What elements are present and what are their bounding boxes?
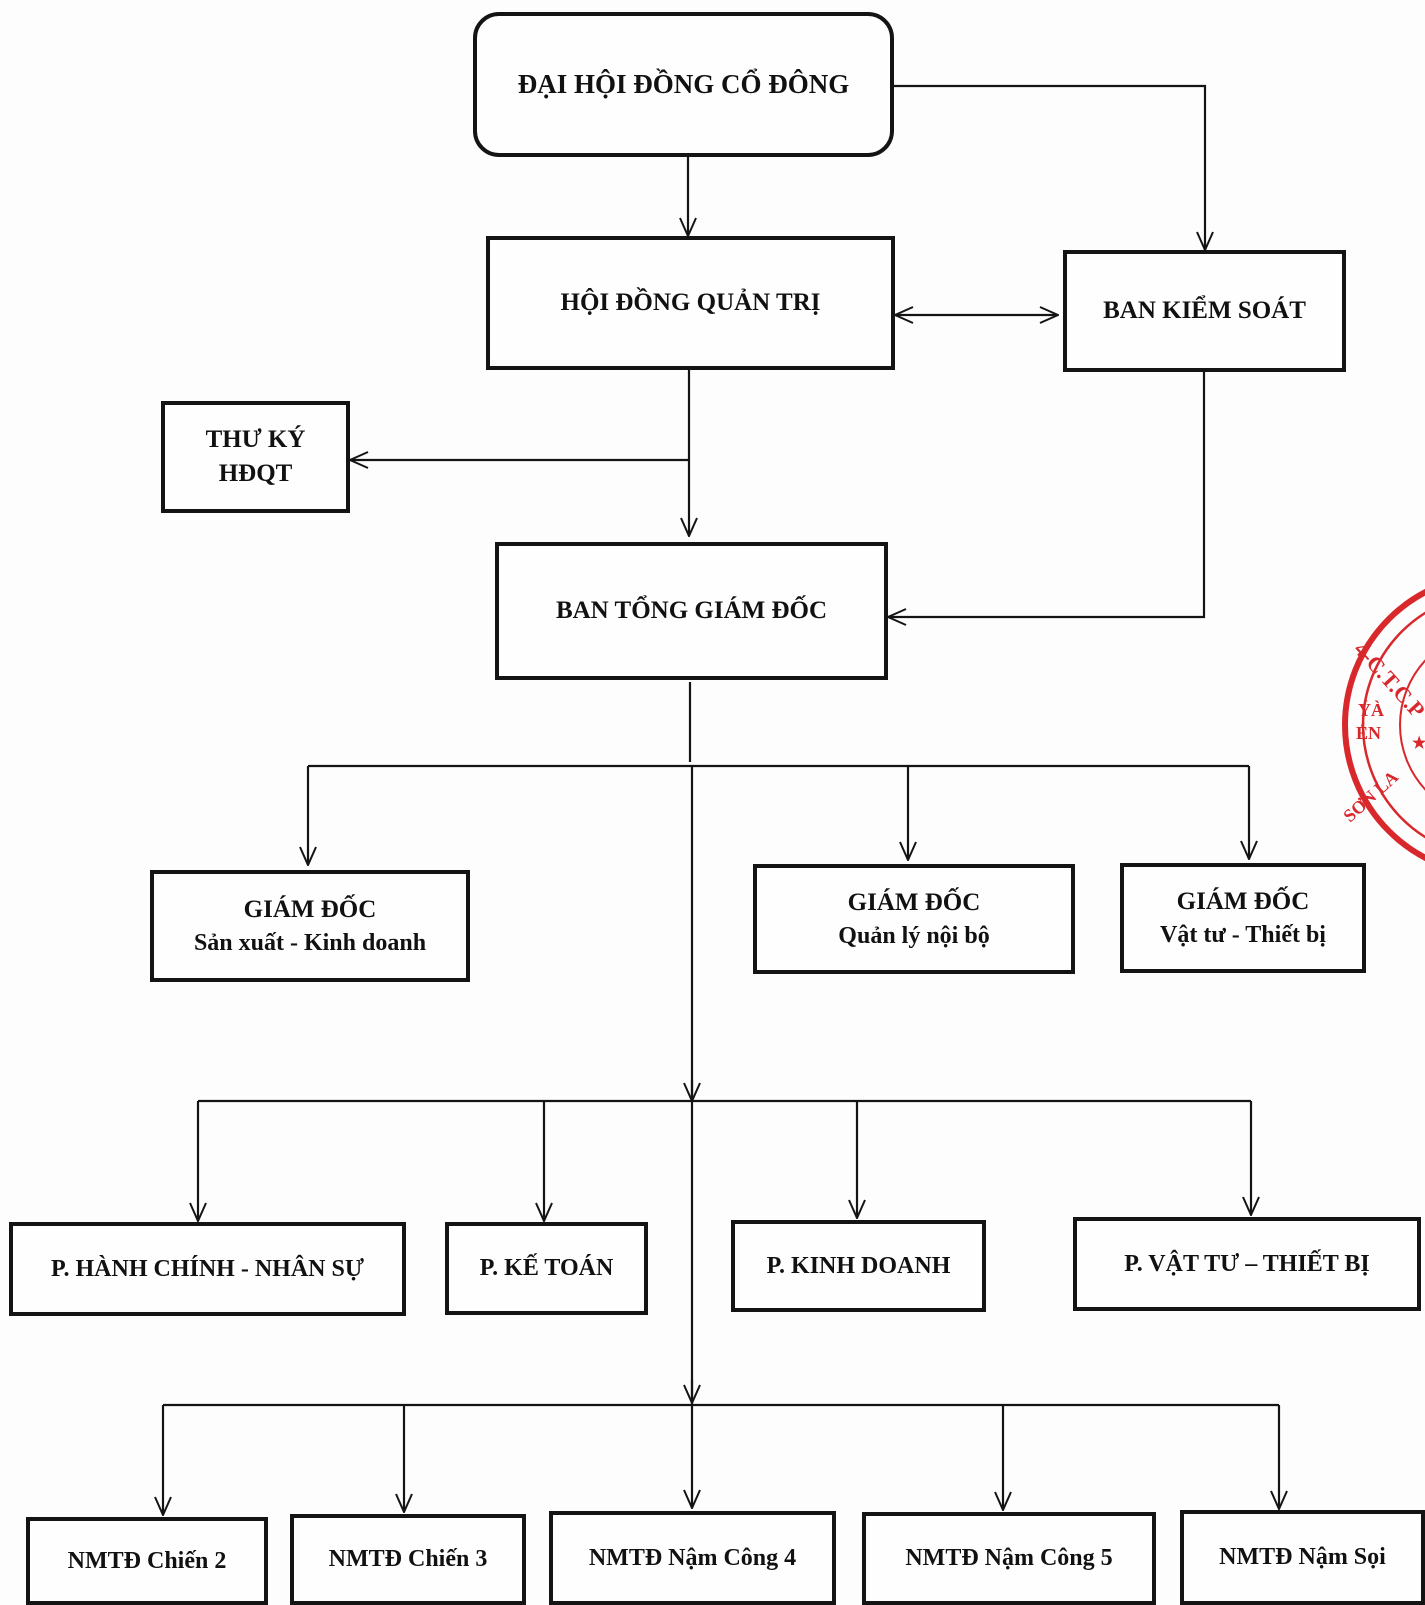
node-gd-vttb-title: GIÁM ĐỐC bbox=[1176, 887, 1310, 915]
node-thuky: THƯ KÝ HĐQT bbox=[161, 401, 350, 513]
node-nm-c3-label: NMTĐ Chiến 3 bbox=[328, 1546, 488, 1573]
node-thuky-line2: HĐQT bbox=[218, 460, 293, 487]
node-p-vttb-label: P. VẬT TƯ – THIẾT BỊ bbox=[1124, 1250, 1370, 1277]
node-p-hcns: P. HÀNH CHÍNH - NHÂN SỰ bbox=[9, 1222, 406, 1316]
node-thuky-line1: THƯ KÝ bbox=[205, 426, 306, 454]
node-p-hcns-label: P. HÀNH CHÍNH - NHÂN SỰ bbox=[51, 1255, 364, 1282]
seal-text: 4-C.T.C.P ÝÀ ÉN ★ SƠN LA bbox=[1340, 637, 1425, 826]
seal-text-mid1: ÝÀ bbox=[1358, 699, 1384, 720]
node-nm-c3: NMTĐ Chiến 3 bbox=[290, 1514, 526, 1605]
node-gd-vttb-sub: Vật tư - Thiết bị bbox=[1160, 921, 1326, 948]
node-p-kt: P. KẾ TOÁN bbox=[445, 1222, 648, 1315]
seal-star-icon: ★ bbox=[1412, 735, 1425, 752]
node-gd-sxkd: GIÁM ĐỐC Sản xuất - Kinh doanh bbox=[150, 870, 470, 982]
node-hdqt: HỘI ĐỒNG QUẢN TRỊ bbox=[486, 236, 895, 370]
node-gd-sxkd-sub: Sản xuất - Kinh doanh bbox=[193, 929, 427, 956]
node-gd-vttb: GIÁM ĐỐC Vật tư - Thiết bị bbox=[1120, 863, 1366, 973]
node-p-kt-label: P. KẾ TOÁN bbox=[479, 1255, 614, 1282]
node-bks: BAN KIỂM SOÁT bbox=[1063, 250, 1346, 372]
node-nm-ns-label: NMTĐ Nậm Sọi bbox=[1219, 1544, 1386, 1571]
node-nm-nc5-label: NMTĐ Nậm Công 5 bbox=[905, 1545, 1113, 1572]
node-nm-nc5: NMTĐ Nậm Công 5 bbox=[862, 1512, 1156, 1605]
node-gd-qlnb-sub: Quản lý nội bộ bbox=[838, 922, 990, 949]
edge-dhdcd-bks bbox=[894, 84, 1205, 250]
seal-text-bottom: SƠN LA bbox=[1340, 767, 1402, 826]
node-nm-ns: NMTĐ Nậm Sọi bbox=[1180, 1510, 1425, 1605]
node-nm-c2-label: NMTĐ Chiến 2 bbox=[67, 1547, 227, 1574]
node-gd-sxkd-title: GIÁM ĐỐC bbox=[243, 895, 377, 923]
node-p-kd: P. KINH DOANH bbox=[731, 1220, 986, 1312]
node-bks-label: BAN KIỂM SOÁT bbox=[1103, 297, 1306, 325]
node-btgd: BAN TỔNG GIÁM ĐỐC bbox=[495, 542, 888, 680]
node-hdqt-label: HỘI ĐỒNG QUẢN TRỊ bbox=[560, 289, 821, 317]
seal-text-mid2: ÉN bbox=[1356, 722, 1381, 743]
edge-bks-btgd bbox=[888, 372, 1206, 617]
node-nm-nc4: NMTĐ Nậm Công 4 bbox=[549, 1511, 836, 1605]
node-nm-nc4-label: NMTĐ Nậm Công 4 bbox=[588, 1544, 797, 1571]
node-dhdcd-label: ĐẠI HỘI ĐỒNG CỔ ĐÔNG bbox=[517, 69, 850, 100]
node-btgd-label: BAN TỔNG GIÁM ĐỐC bbox=[555, 597, 828, 625]
node-p-kd-label: P. KINH DOANH bbox=[766, 1252, 951, 1279]
node-gd-qlnb: GIÁM ĐỐC Quản lý nội bộ bbox=[753, 864, 1075, 974]
node-p-vttb: P. VẬT TƯ – THIẾT BỊ bbox=[1073, 1217, 1421, 1311]
company-seal: 4-C.T.C.P ÝÀ ÉN ★ SƠN LA bbox=[1340, 588, 1425, 862]
node-dhdcd: ĐẠI HỘI ĐỒNG CỔ ĐÔNG bbox=[473, 12, 894, 157]
node-gd-qlnb-title: GIÁM ĐỐC bbox=[847, 888, 981, 916]
node-nm-c2: NMTĐ Chiến 2 bbox=[26, 1517, 268, 1605]
seal-rings bbox=[1342, 588, 1425, 862]
